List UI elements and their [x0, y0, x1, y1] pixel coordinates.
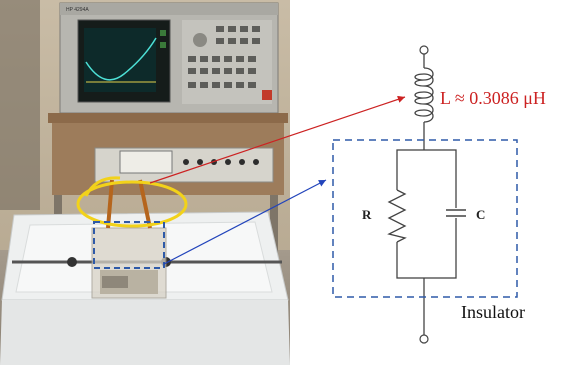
impedance-analyzer: HP 4294A: [59, 2, 279, 114]
insulator-boundary: [332, 139, 518, 298]
sample-container: [91, 227, 167, 299]
inductor: [414, 67, 434, 123]
resistor: [387, 189, 407, 243]
copper-leads: [106, 179, 152, 229]
insulator-label: Insulator: [461, 302, 525, 322]
test-fixture: [94, 147, 274, 183]
photo-left-shadow: [0, 0, 40, 210]
capacitor-label: C: [476, 207, 485, 222]
photo-insulator-marker: [93, 221, 165, 269]
table-leg-right: [270, 195, 278, 255]
inductance-label: L ≈ 0.3086 μH: [440, 88, 546, 108]
yellow-wire-loop: [76, 180, 188, 228]
bottom-terminal: [419, 334, 429, 344]
bench-top: [48, 113, 288, 123]
resistor-label: R: [362, 207, 372, 222]
setup-photo: HP 4294A: [0, 0, 290, 365]
blue-arrow-to-insulator: [163, 179, 327, 265]
instrument-brand: HP 4294A: [66, 7, 89, 13]
top-terminal: [419, 45, 429, 55]
red-arrow-to-inductor: [149, 95, 406, 184]
